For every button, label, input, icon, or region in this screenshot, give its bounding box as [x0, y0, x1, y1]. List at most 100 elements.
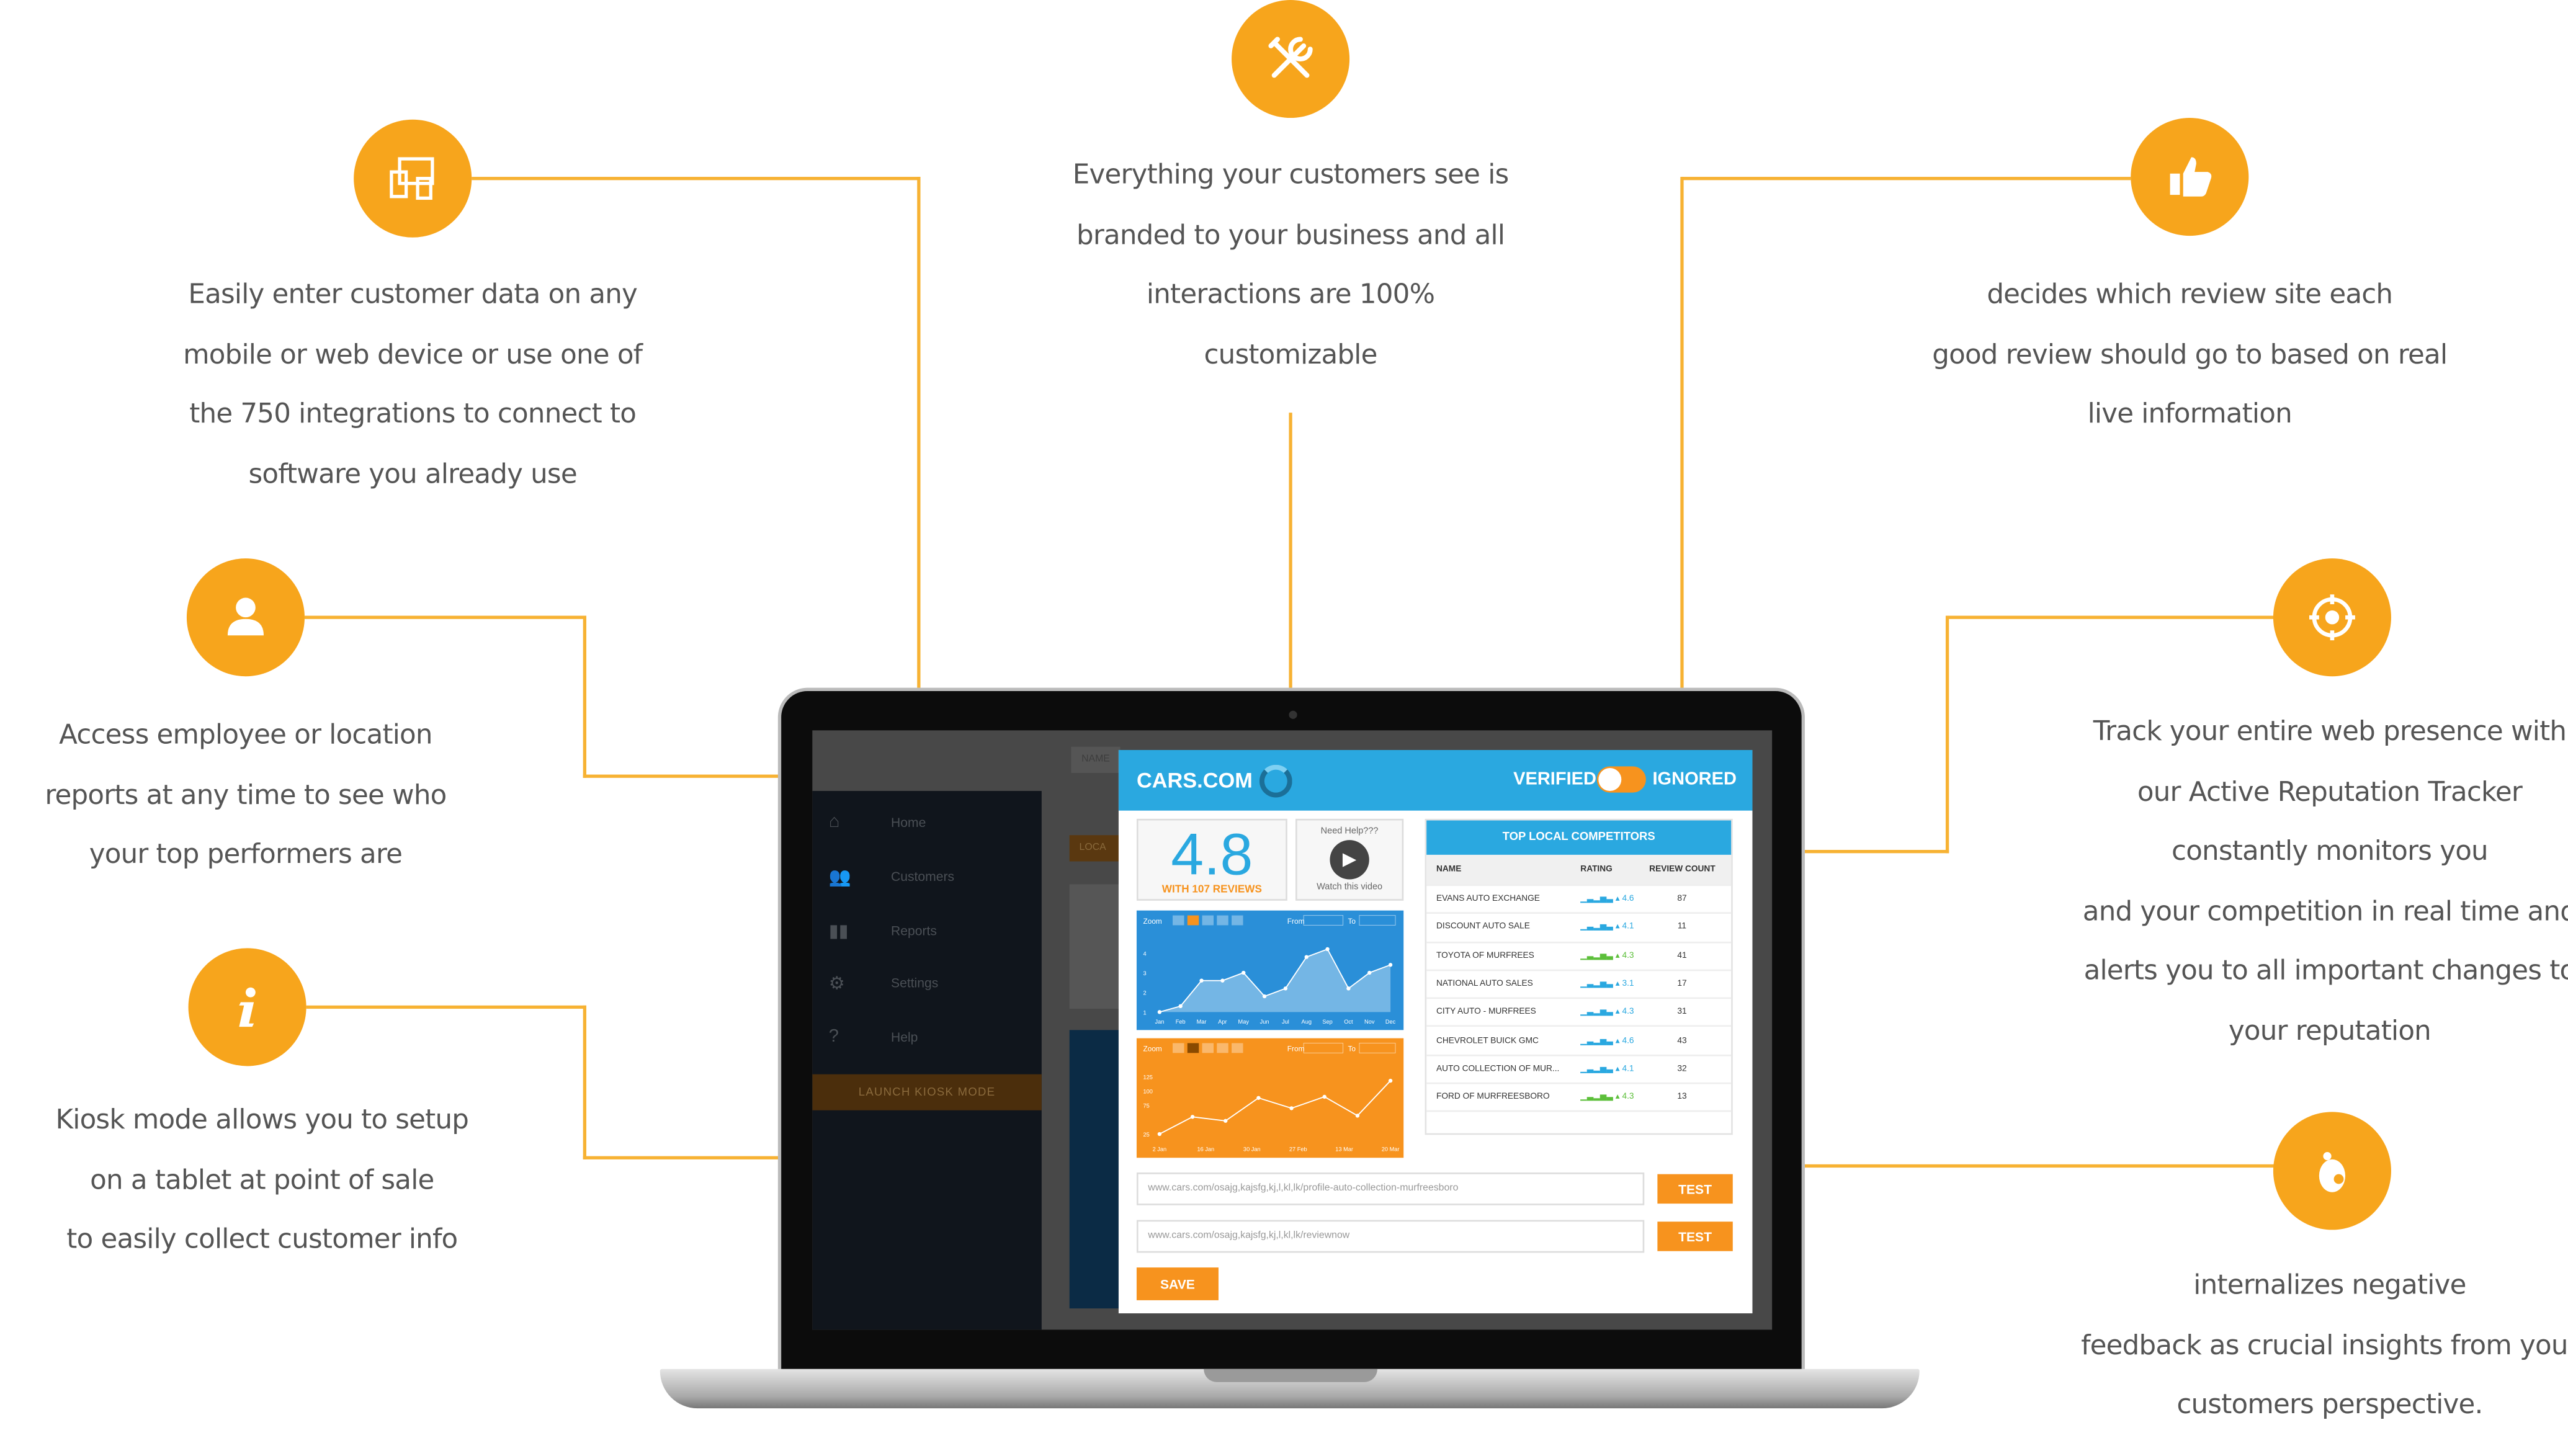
data-point — [1304, 955, 1309, 959]
competitor-count: 31 — [1677, 1007, 1687, 1018]
y-tick-label: 100 — [1143, 1089, 1153, 1095]
modal-header: CARS.COM VERIFIED IGNORED — [1118, 749, 1753, 811]
competitor-count: 17 — [1677, 979, 1687, 989]
rating-box: 4.8 WITH 107 REVIEWS — [1136, 818, 1287, 901]
competitor-name: TOYOTA OF MURFREES — [1436, 950, 1534, 961]
feature-devices-text: Easily enter customer data on any mobile… — [183, 278, 643, 489]
competitor-name: NATIONAL AUTO SALES — [1436, 979, 1533, 989]
competitor-rating: ▁▃▂▅▃ ▴ 4.1 — [1580, 1064, 1634, 1074]
feedback-bug-icon — [2273, 1112, 2391, 1230]
zoom-label: Zoom — [1143, 917, 1162, 926]
connector-line — [1945, 615, 1949, 854]
sidebar-item-settings[interactable]: ⚙Settings — [829, 966, 939, 999]
to-label: To — [1348, 917, 1356, 926]
feature-kiosk-text: Kiosk mode allows you to setup on a tabl… — [55, 1104, 469, 1255]
connector-line — [917, 177, 921, 688]
connector-line — [1804, 850, 1949, 854]
x-tick-label: 2 Jan — [1153, 1146, 1167, 1153]
sidebar-item-help[interactable]: ?Help — [828, 1027, 918, 1047]
launch-kiosk-button[interactable]: LAUNCH KIOSK MODE — [812, 1074, 1042, 1110]
data-point — [1355, 1114, 1360, 1118]
connector-line — [304, 615, 587, 619]
competitor-name: AUTO COLLECTION OF MUR... — [1436, 1064, 1560, 1074]
x-tick-label: 16 Jan — [1197, 1146, 1215, 1153]
table-row: CHEVROLET BUICK GMC ▁▃▂▅▃ ▴ 4.6 43 — [1426, 1027, 1732, 1056]
sparkline-icon: ▁▃▂▅▃ ▴ — [1580, 950, 1622, 961]
competitor-rating: ▁▃▂▅▃ ▴ 4.3 — [1580, 1092, 1634, 1103]
help-caption: Watch this video — [1317, 882, 1383, 893]
y-tick-label: 1 — [1143, 1009, 1147, 1016]
review-url-input[interactable]: www.cars.com/osajg,kajsfg,kj,l,kl,lk/rev… — [1136, 1220, 1645, 1253]
competitor-count: 43 — [1677, 1035, 1687, 1046]
data-point — [1224, 1119, 1228, 1123]
to-label: To — [1348, 1045, 1356, 1053]
connector-line — [583, 774, 780, 778]
col-rating: RATING — [1580, 864, 1613, 875]
area-fill — [1159, 949, 1391, 1012]
sparkline-icon: ▁▃▂▅▃ ▴ — [1580, 1064, 1622, 1074]
topbar-name[interactable]: NAME — [1071, 746, 1121, 773]
x-tick-label: Oct — [1344, 1019, 1353, 1025]
sidebar-item-home[interactable]: ⌂Home — [828, 812, 926, 832]
ignored-label: IGNORED — [1652, 769, 1737, 790]
thumbs-up-icon — [2131, 118, 2249, 236]
zoom-range-button — [1187, 915, 1199, 926]
data-point — [1325, 947, 1330, 952]
table-row: CITY AUTO - MURFREES ▁▃▂▅▃ ▴ 4.3 31 — [1426, 999, 1732, 1028]
feature-branding-text: Everything your customers see is branded… — [1072, 159, 1509, 370]
competitor-name: DISCOUNT AUTO SALE — [1436, 922, 1530, 933]
data-point — [1262, 994, 1267, 999]
help-video-box[interactable]: Need Help??? ▶ Watch this video — [1295, 818, 1404, 901]
x-tick-label: Jul — [1282, 1019, 1289, 1025]
competitor-name: FORD OF MURFREESBORO — [1436, 1092, 1550, 1103]
info-icon — [188, 948, 306, 1066]
connector-line — [583, 615, 587, 778]
zoom-range-button — [1173, 915, 1184, 926]
x-tick-label: 27 Feb — [1289, 1146, 1307, 1153]
data-point — [1367, 970, 1372, 975]
users-icon: 👥 — [828, 867, 851, 887]
to-date-input — [1359, 1042, 1396, 1053]
zoom-label: Zoom — [1143, 1045, 1162, 1053]
zoom-range-button — [1217, 1043, 1228, 1053]
x-tick-label: Dec — [1385, 1019, 1396, 1025]
table-header: NAME RATING REVIEW COUNT — [1426, 854, 1732, 887]
y-tick-label: 125 — [1143, 1074, 1153, 1081]
gear-icon: ⚙ — [828, 973, 845, 993]
competitor-count: 32 — [1677, 1064, 1687, 1074]
devices-icon — [354, 119, 472, 238]
x-tick-label: 20 Mar — [1382, 1146, 1400, 1153]
rating-value: 4.8 — [1171, 820, 1253, 888]
save-button[interactable]: SAVE — [1136, 1267, 1219, 1300]
competitors-table: TOP LOCAL COMPETITORS NAME RATING REVIEW… — [1425, 818, 1733, 1135]
connector-line — [583, 1005, 587, 1159]
competitor-name: CITY AUTO - MURFREES — [1436, 1007, 1536, 1018]
play-icon[interactable]: ▶ — [1330, 840, 1369, 880]
data-point — [1178, 1004, 1183, 1008]
sidebar-item-reports[interactable]: ▮▮Reports — [829, 914, 937, 947]
table-row: EVANS AUTO EXCHANGE ▁▃▂▅▃ ▴ 4.6 87 — [1426, 886, 1732, 914]
verified-toggle[interactable] — [1596, 766, 1646, 793]
connector-line — [472, 177, 921, 181]
sparkline-icon: ▁▃▂▅▃ ▴ — [1580, 1035, 1622, 1046]
test-profile-url-button[interactable]: TEST — [1657, 1174, 1733, 1204]
data-point — [1289, 1106, 1294, 1110]
profile-url-input[interactable]: www.cars.com/osajg,kajsfg,kj,l,kl,lk/pro… — [1136, 1172, 1645, 1205]
sidebar-item-customers[interactable]: 👥Customers — [829, 860, 954, 893]
from-label: From — [1287, 1045, 1305, 1053]
test-review-url-button[interactable]: TEST — [1657, 1222, 1733, 1251]
connector-line — [1680, 177, 1684, 688]
y-tick-label: 4 — [1143, 950, 1147, 957]
sparkline-icon: ▁▃▂▅▃ ▴ — [1580, 922, 1622, 933]
connector-line — [1681, 177, 2131, 181]
competitor-rating: ▁▃▂▅▃ ▴ 4.3 — [1580, 950, 1634, 961]
x-tick-label: Feb — [1176, 1019, 1186, 1025]
competitor-rating: ▁▃▂▅▃ ▴ 4.1 — [1580, 922, 1634, 933]
from-label: From — [1287, 917, 1305, 926]
competitor-count: 11 — [1677, 922, 1687, 933]
zoom-range-button — [1217, 915, 1228, 926]
y-tick-label: 25 — [1143, 1132, 1150, 1138]
col-name: NAME — [1436, 864, 1462, 875]
feature-tracker-text: Track your entire web presence with our … — [2082, 715, 2568, 1046]
